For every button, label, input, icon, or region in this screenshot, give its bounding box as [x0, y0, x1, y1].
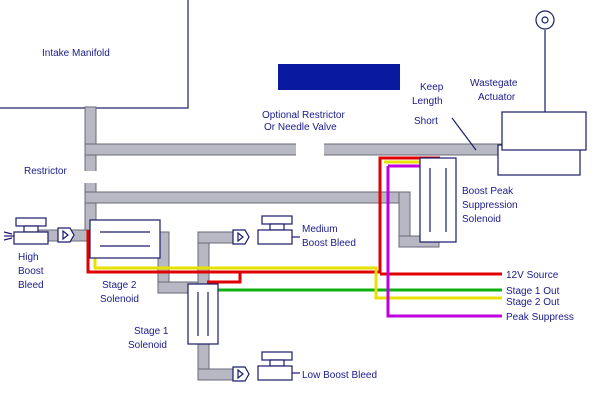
- stage2-label-2: Solenoid: [100, 294, 139, 305]
- wire-label-stage1: Stage 1 Out: [506, 286, 560, 297]
- restrictor-label: Restrictor: [24, 166, 67, 177]
- wires: [86, 156, 502, 318]
- keep-length-pointer: [451, 117, 477, 151]
- keep-label-2: Length: [412, 96, 443, 107]
- boost-peak-label-3: Solenoid: [462, 214, 501, 225]
- low-boost-bleed-valve: [257, 351, 300, 381]
- stage2-label-1: Stage 2: [102, 280, 137, 291]
- intake-manifold-box: [0, 0, 189, 109]
- keep-label-3: Short: [414, 116, 438, 127]
- boost-peak-solenoid: [419, 157, 457, 243]
- wastegate-label-2: Actuator: [478, 92, 516, 103]
- keep-label-1: Keep: [420, 82, 444, 93]
- boost-peak-label-2: Suppression: [462, 200, 518, 211]
- high-label-2: Boost: [18, 266, 44, 277]
- medium-label-2: Boost Bleed: [302, 238, 356, 249]
- boost-peak-label-1: Boost Peak: [462, 186, 514, 197]
- low-boost-bleed-label: Low Boost Bleed: [302, 370, 377, 381]
- title-box: [278, 64, 400, 90]
- high-boost-bleed-valve: [3, 217, 49, 245]
- wastegate-actuator: [497, 10, 587, 176]
- optional-restrictor-label-2: Or Needle Valve: [264, 122, 337, 133]
- wastegate-label-1: Wastegate: [470, 78, 518, 89]
- check-valve-high: [57, 227, 75, 243]
- wire-label-12v: 12V Source: [506, 270, 559, 281]
- high-label-3: Bleed: [18, 280, 44, 291]
- check-valve-medium: [232, 229, 250, 245]
- stage1-label-2: Solenoid: [128, 340, 167, 351]
- high-label-1: High: [18, 252, 39, 263]
- optional-restrictor-label-1: Optional Restrictor: [262, 110, 345, 121]
- intake-manifold-label: Intake Manifold: [42, 48, 110, 59]
- medium-label-1: Medium: [302, 224, 338, 235]
- wire-label-peak: Peak Suppress: [506, 312, 574, 323]
- stage2-solenoid: [89, 219, 161, 259]
- stage1-solenoid: [187, 283, 219, 345]
- wire-label-stage2: Stage 2 Out: [506, 297, 560, 308]
- stage1-label-1: Stage 1: [134, 326, 169, 337]
- check-valve-low: [232, 366, 250, 382]
- medium-boost-bleed-valve: [257, 215, 300, 245]
